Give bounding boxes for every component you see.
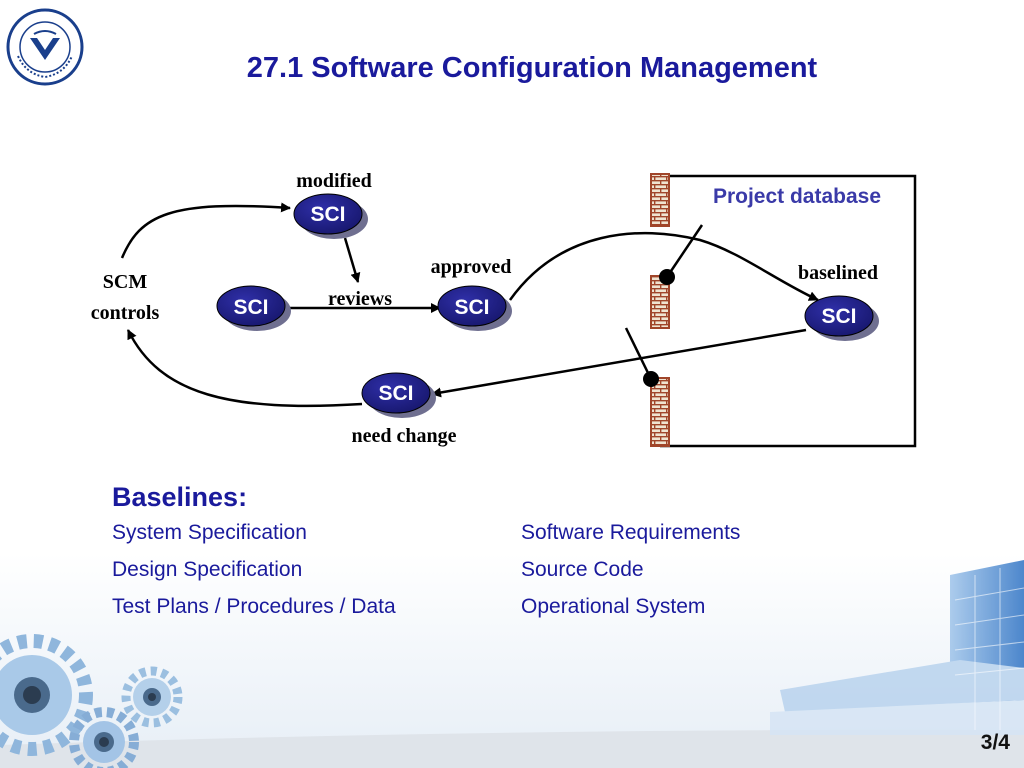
- baselines-row: Design Specification Source Code: [112, 558, 832, 595]
- baseline-item: Software Requirements: [521, 521, 741, 544]
- baseline-item: Design Specification: [112, 558, 303, 581]
- gate-lever-upper: [659, 224, 704, 285]
- sci-node-initial: SCI: [216, 285, 291, 331]
- reviews-label: reviews: [328, 288, 392, 310]
- sci-node-approved: SCI: [437, 285, 512, 331]
- controls-label: controls: [91, 302, 160, 324]
- baseline-item: Test Plans / Procedures / Data: [112, 595, 396, 618]
- building-illustration: [770, 560, 1024, 735]
- sci-node-label: SCI: [821, 305, 856, 328]
- project-database-border: [660, 174, 917, 448]
- gate-lever-lower: [624, 327, 659, 387]
- arrow-controls-to-modified: [120, 202, 291, 259]
- sci-node-need-change: SCI: [361, 372, 436, 418]
- arrow-baselined-to-need-change: [431, 328, 807, 398]
- scm-label: SCM: [103, 271, 148, 293]
- baselines-row: System Specification Software Requiremen…: [112, 521, 832, 558]
- sci-node-baselined: SCI: [804, 295, 879, 341]
- brick-wall-bottom: [650, 377, 670, 447]
- gears-illustration: [0, 634, 183, 768]
- baselines-section: Baselines: System Specification Software…: [112, 482, 832, 632]
- page-number: 3/4: [980, 731, 1010, 754]
- project-database-label: Project database: [713, 185, 881, 208]
- sci-node-label: SCI: [378, 382, 413, 405]
- sci-node-modified: SCI: [293, 193, 368, 239]
- modified-label: modified: [296, 170, 372, 192]
- sci-node-label: SCI: [233, 296, 268, 319]
- baselines-heading: Baselines:: [112, 482, 248, 512]
- sci-node-label: SCI: [454, 296, 489, 319]
- arrow-approved-to-baselined: [508, 231, 819, 302]
- arrow-need-change-to-controls: [126, 329, 363, 408]
- baselines-row: Test Plans / Procedures / Data Operation…: [112, 595, 832, 632]
- baseline-item: Source Code: [521, 558, 644, 581]
- brick-wall-top: [650, 173, 670, 227]
- page-title: 27.1 Software Configuration Management: [246, 52, 818, 84]
- baselined-label: baselined: [798, 262, 878, 284]
- baseline-item: Operational System: [521, 595, 706, 618]
- need-change-label: need change: [352, 425, 457, 447]
- arrow-modified-to-reviews: [343, 237, 361, 283]
- sci-node-label: SCI: [310, 203, 345, 226]
- university-logo: [6, 8, 84, 86]
- approved-label: approved: [431, 256, 512, 278]
- baseline-item: System Specification: [112, 521, 307, 544]
